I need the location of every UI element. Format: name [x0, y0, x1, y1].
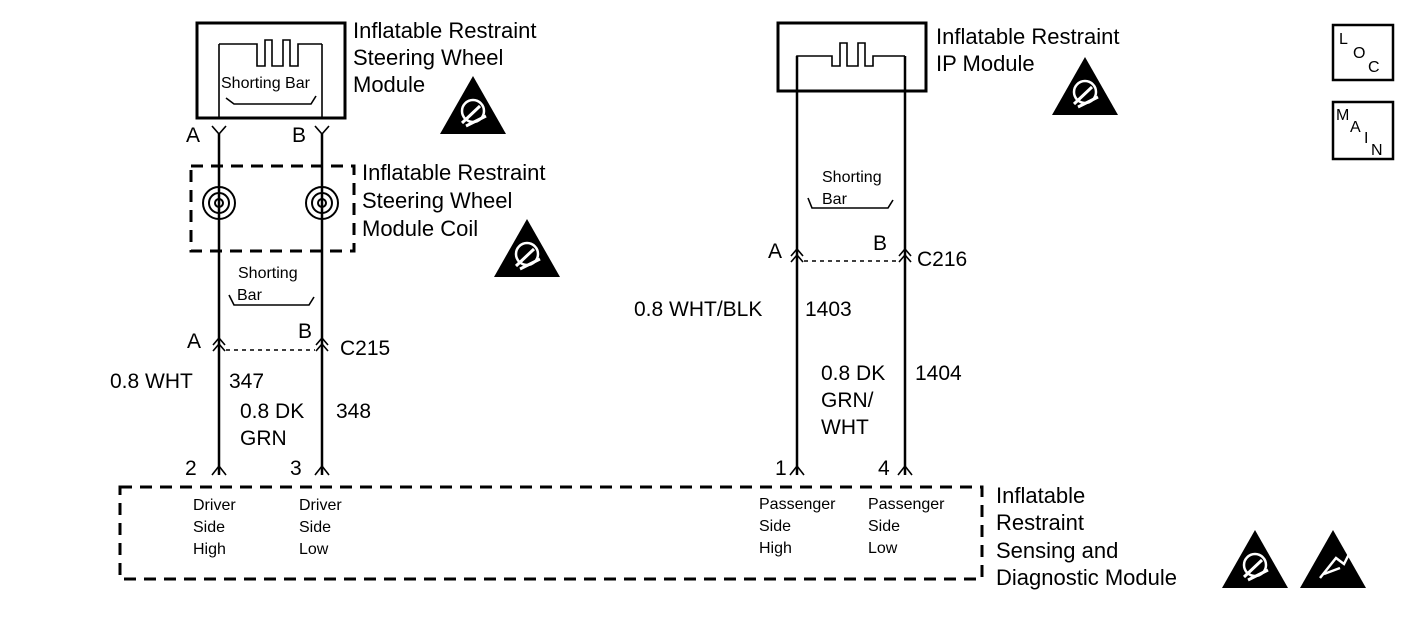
- wire-348-gauge: 0.8 DK: [240, 400, 304, 423]
- loc-button[interactable]: L O C: [1331, 23, 1395, 82]
- c215-pin-a: A: [187, 330, 201, 353]
- sdm-pin-1: 1: [775, 457, 787, 480]
- wire-348-circuit: 348: [336, 400, 371, 423]
- connector-c215-terminal: [315, 336, 329, 352]
- steering-wheel-coil-box: [189, 164, 356, 253]
- esd-warning-icon: [1298, 528, 1368, 590]
- svg-text:O: O: [1353, 45, 1365, 62]
- pin-a-label: A: [186, 124, 200, 147]
- svg-text:Side: Side: [868, 518, 900, 535]
- svg-text:High: High: [193, 541, 226, 558]
- svg-text:Low: Low: [868, 540, 898, 557]
- svg-text:IP Module: IP Module: [936, 51, 1035, 76]
- svg-text:Inflatable: Inflatable: [996, 483, 1085, 508]
- sdm-pin-1-label: Passenger Side High: [759, 496, 836, 557]
- svg-text:Bar: Bar: [822, 191, 848, 208]
- svg-text:Passenger: Passenger: [868, 496, 945, 513]
- airbag-warning-icon: [492, 217, 562, 279]
- svg-text:Inflatable Restraint: Inflatable Restraint: [353, 18, 536, 43]
- shorting-bar-lower-label: Shorting: [238, 265, 298, 282]
- svg-text:Steering Wheel: Steering Wheel: [353, 45, 503, 70]
- sdm-label: Inflatable Restraint Sensing and Diagnos…: [996, 483, 1177, 590]
- svg-text:A: A: [1350, 119, 1361, 136]
- svg-text:Diagnostic Module: Diagnostic Module: [996, 565, 1177, 590]
- svg-text:M: M: [1336, 107, 1349, 124]
- wire-347-gauge: 0.8 WHT: [110, 370, 193, 393]
- c216-pin-b: B: [873, 232, 887, 255]
- airbag-warning-icon: [438, 74, 508, 136]
- coil-label: Inflatable Restraint Steering Wheel Modu…: [362, 160, 545, 241]
- svg-text:L: L: [1339, 31, 1348, 48]
- svg-text:Sensing and: Sensing and: [996, 538, 1118, 563]
- terminal-a: [211, 125, 227, 136]
- sdm-pin-2-label: Driver Side High: [193, 497, 236, 558]
- wire-347-circuit: 347: [229, 370, 264, 393]
- ip-module-label: Inflatable Restraint IP Module: [936, 24, 1119, 76]
- main-button[interactable]: M A I N: [1331, 100, 1395, 161]
- wire-1403-gauge: 0.8 WHT/BLK: [634, 298, 762, 321]
- wire-1404-gauge: 0.8 DK: [821, 362, 885, 385]
- svg-text:GRN/: GRN/: [821, 389, 874, 412]
- svg-text:WHT: WHT: [821, 416, 869, 439]
- connector-c216-terminal: [898, 247, 912, 263]
- svg-text:High: High: [759, 540, 792, 557]
- airbag-warning-icon: [1050, 55, 1120, 117]
- steering-wheel-module-label: Inflatable Restraint Steering Wheel Modu…: [353, 18, 536, 97]
- sdm-pin-3-label: Driver Side Low: [299, 497, 342, 558]
- c215-pin-b: B: [298, 320, 312, 343]
- ip-module-box: [776, 21, 928, 93]
- svg-text:C: C: [1368, 59, 1380, 76]
- sdm-box: [118, 485, 984, 581]
- steering-wheel-module: Shorting Bar: [195, 21, 347, 120]
- shorting-bar-label: Shorting Bar: [221, 75, 311, 92]
- svg-text:Side: Side: [193, 519, 225, 536]
- svg-text:Driver: Driver: [193, 497, 236, 514]
- connector-c215-label: C215: [340, 337, 390, 360]
- steering-wheel-module-box: [195, 21, 347, 120]
- svg-text:Low: Low: [299, 541, 329, 558]
- connector-c216-label: C216: [917, 248, 967, 271]
- svg-text:I: I: [1364, 130, 1368, 147]
- c216-pin-a: A: [768, 240, 782, 263]
- terminal-b: [314, 125, 330, 136]
- sdm-pin-3: 3: [290, 457, 302, 480]
- svg-text:Steering Wheel: Steering Wheel: [362, 188, 512, 213]
- wire-1404-circuit: 1404: [915, 362, 962, 385]
- svg-text:Driver: Driver: [299, 497, 342, 514]
- svg-text:GRN: GRN: [240, 427, 287, 450]
- ip-shorting-bar-label: Shorting: [822, 169, 882, 186]
- connector-c216-terminal: [790, 247, 804, 263]
- airbag-warning-icon: [1220, 528, 1290, 590]
- svg-text:Module Coil: Module Coil: [362, 216, 478, 241]
- connector-c215-terminal: [212, 336, 226, 352]
- svg-text:Inflatable Restraint: Inflatable Restraint: [936, 24, 1119, 49]
- svg-text:Module: Module: [353, 72, 425, 97]
- svg-text:Passenger: Passenger: [759, 496, 836, 513]
- pin-b-label: B: [292, 124, 306, 147]
- wire-1403-circuit: 1403: [805, 298, 852, 321]
- ip-module: [776, 21, 928, 93]
- svg-text:Side: Side: [759, 518, 791, 535]
- sdm-pin-4-label: Passenger Side Low: [868, 496, 945, 557]
- svg-text:Inflatable Restraint: Inflatable Restraint: [362, 160, 545, 185]
- sdm-pin-2: 2: [185, 457, 197, 480]
- svg-text:Bar: Bar: [237, 287, 263, 304]
- svg-text:Side: Side: [299, 519, 331, 536]
- svg-text:N: N: [1371, 142, 1383, 159]
- svg-text:Restraint: Restraint: [996, 510, 1084, 535]
- sdm-pin-4: 4: [878, 457, 890, 480]
